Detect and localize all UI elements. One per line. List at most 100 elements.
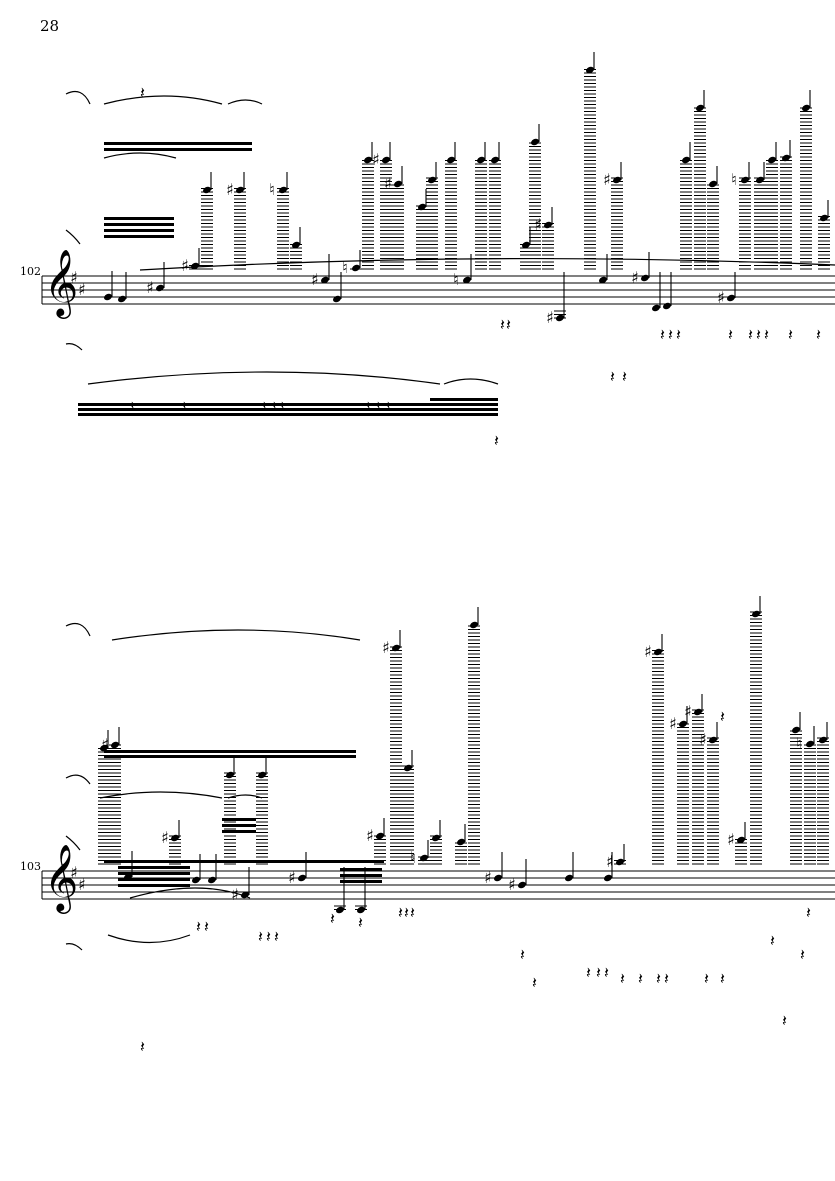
ledger-stack-upper — [98, 611, 829, 910]
notehead — [469, 621, 479, 629]
note: ♮ — [269, 172, 288, 199]
rest: 𝄽 — [656, 969, 661, 988]
svg-text:♯: ♯ — [78, 875, 86, 894]
note — [681, 142, 691, 164]
notehead — [490, 156, 500, 164]
rest: 𝄽 — [596, 963, 601, 982]
rest: 𝄽 — [532, 973, 537, 992]
notehead — [278, 186, 288, 194]
notehead — [103, 293, 113, 301]
rest: 𝄽 — [404, 903, 409, 922]
note: ♯ — [226, 172, 245, 199]
accidental: ♯ — [669, 714, 677, 733]
note: ♯ — [508, 859, 527, 894]
svg-text:♯: ♯ — [70, 863, 78, 882]
accidental: ♯ — [631, 268, 639, 287]
note — [417, 189, 427, 211]
accidental: ♯ — [382, 638, 390, 657]
note: ♯ — [366, 818, 385, 845]
notehead — [585, 66, 595, 74]
rest: 𝄽 — [500, 315, 505, 334]
rest: 𝄽 — [770, 931, 775, 950]
noteheads: ♯♯♯♮♯♮♯♯♮♯♯♯♯♯♮ — [103, 52, 829, 327]
notehead — [805, 740, 815, 748]
accidental: ♯ — [717, 288, 725, 307]
note — [791, 712, 801, 734]
accidental: ♮ — [410, 848, 416, 867]
note: ♯ — [684, 694, 703, 721]
note — [363, 142, 373, 164]
rest: 𝄽 — [622, 367, 627, 386]
notehead — [462, 276, 472, 284]
rest: 𝄽 — [140, 83, 145, 102]
ties — [65, 623, 361, 951]
note — [117, 272, 127, 303]
accidental: ♯ — [699, 730, 707, 749]
notehead — [117, 295, 127, 303]
notehead — [781, 154, 791, 162]
note — [781, 140, 791, 162]
notehead — [257, 771, 267, 779]
accidental: ♯ — [384, 174, 392, 193]
rest: 𝄽 — [520, 945, 525, 964]
notehead — [693, 708, 703, 716]
note: ♯ — [546, 272, 565, 327]
measure-number: 102 — [20, 265, 41, 278]
accidental: ♯ — [606, 852, 614, 871]
accidental: ♯ — [508, 875, 516, 894]
accidental: ♯ — [546, 308, 554, 327]
rest: 𝄽 — [788, 325, 793, 344]
note — [427, 162, 437, 184]
note — [521, 227, 531, 249]
accidental: ♯ — [101, 735, 109, 754]
page-number: 28 — [40, 17, 59, 35]
note — [291, 227, 301, 249]
notehead — [99, 744, 109, 752]
note: ♮ — [410, 840, 429, 867]
note — [431, 820, 441, 842]
accidental: ♮ — [796, 734, 802, 753]
notehead — [381, 156, 391, 164]
notehead — [456, 838, 466, 846]
rest: 𝄽 — [676, 325, 681, 344]
key-signature: ♯ ♯ — [70, 863, 86, 894]
note — [225, 757, 235, 779]
rest: 𝄽 — [266, 927, 271, 946]
rest: 𝄽 — [756, 325, 761, 344]
accidental: ♯ — [181, 256, 189, 275]
notehead — [791, 726, 801, 734]
rest: 𝄽 — [410, 903, 415, 922]
notehead — [476, 156, 486, 164]
notehead — [651, 304, 661, 312]
rest: 𝄽 — [668, 325, 673, 344]
accidental: ♯ — [644, 642, 652, 661]
notehead — [403, 764, 413, 772]
notehead — [755, 176, 765, 184]
rest: 𝄽 — [130, 397, 135, 416]
rests: 𝄽𝄽𝄽𝄽𝄽𝄽𝄽𝄽𝄽𝄽𝄽𝄽𝄽𝄽𝄽𝄽𝄽𝄽𝄽𝄽𝄽𝄽𝄽 — [130, 83, 821, 450]
rests: 𝄽𝄽𝄽𝄽𝄽𝄽𝄽𝄽𝄽𝄽𝄽𝄽𝄽𝄽𝄽𝄽𝄽𝄽𝄽𝄽𝄽𝄽𝄽𝄽𝄽𝄽𝄽 — [140, 707, 811, 1056]
rest: 𝄽 — [806, 903, 811, 922]
note: ♯ — [161, 820, 180, 847]
notehead — [521, 241, 531, 249]
notehead — [191, 876, 201, 884]
note — [469, 607, 479, 629]
accidental: ♯ — [146, 278, 154, 297]
rest: 𝄽 — [664, 969, 669, 988]
note: ♯ — [603, 162, 622, 189]
notehead — [320, 276, 330, 284]
notehead — [431, 834, 441, 842]
note — [801, 90, 811, 112]
notehead — [446, 156, 456, 164]
svg-text:♯: ♯ — [70, 268, 78, 287]
note: ♯ — [699, 722, 718, 749]
notehead — [155, 284, 165, 292]
ledger-stack-upper — [189, 69, 830, 319]
accidental: ♮ — [342, 258, 348, 277]
note — [662, 272, 672, 310]
notehead — [335, 906, 345, 914]
note — [99, 730, 109, 752]
note: ♯ — [181, 248, 200, 275]
note — [446, 142, 456, 164]
notehead — [297, 874, 307, 882]
